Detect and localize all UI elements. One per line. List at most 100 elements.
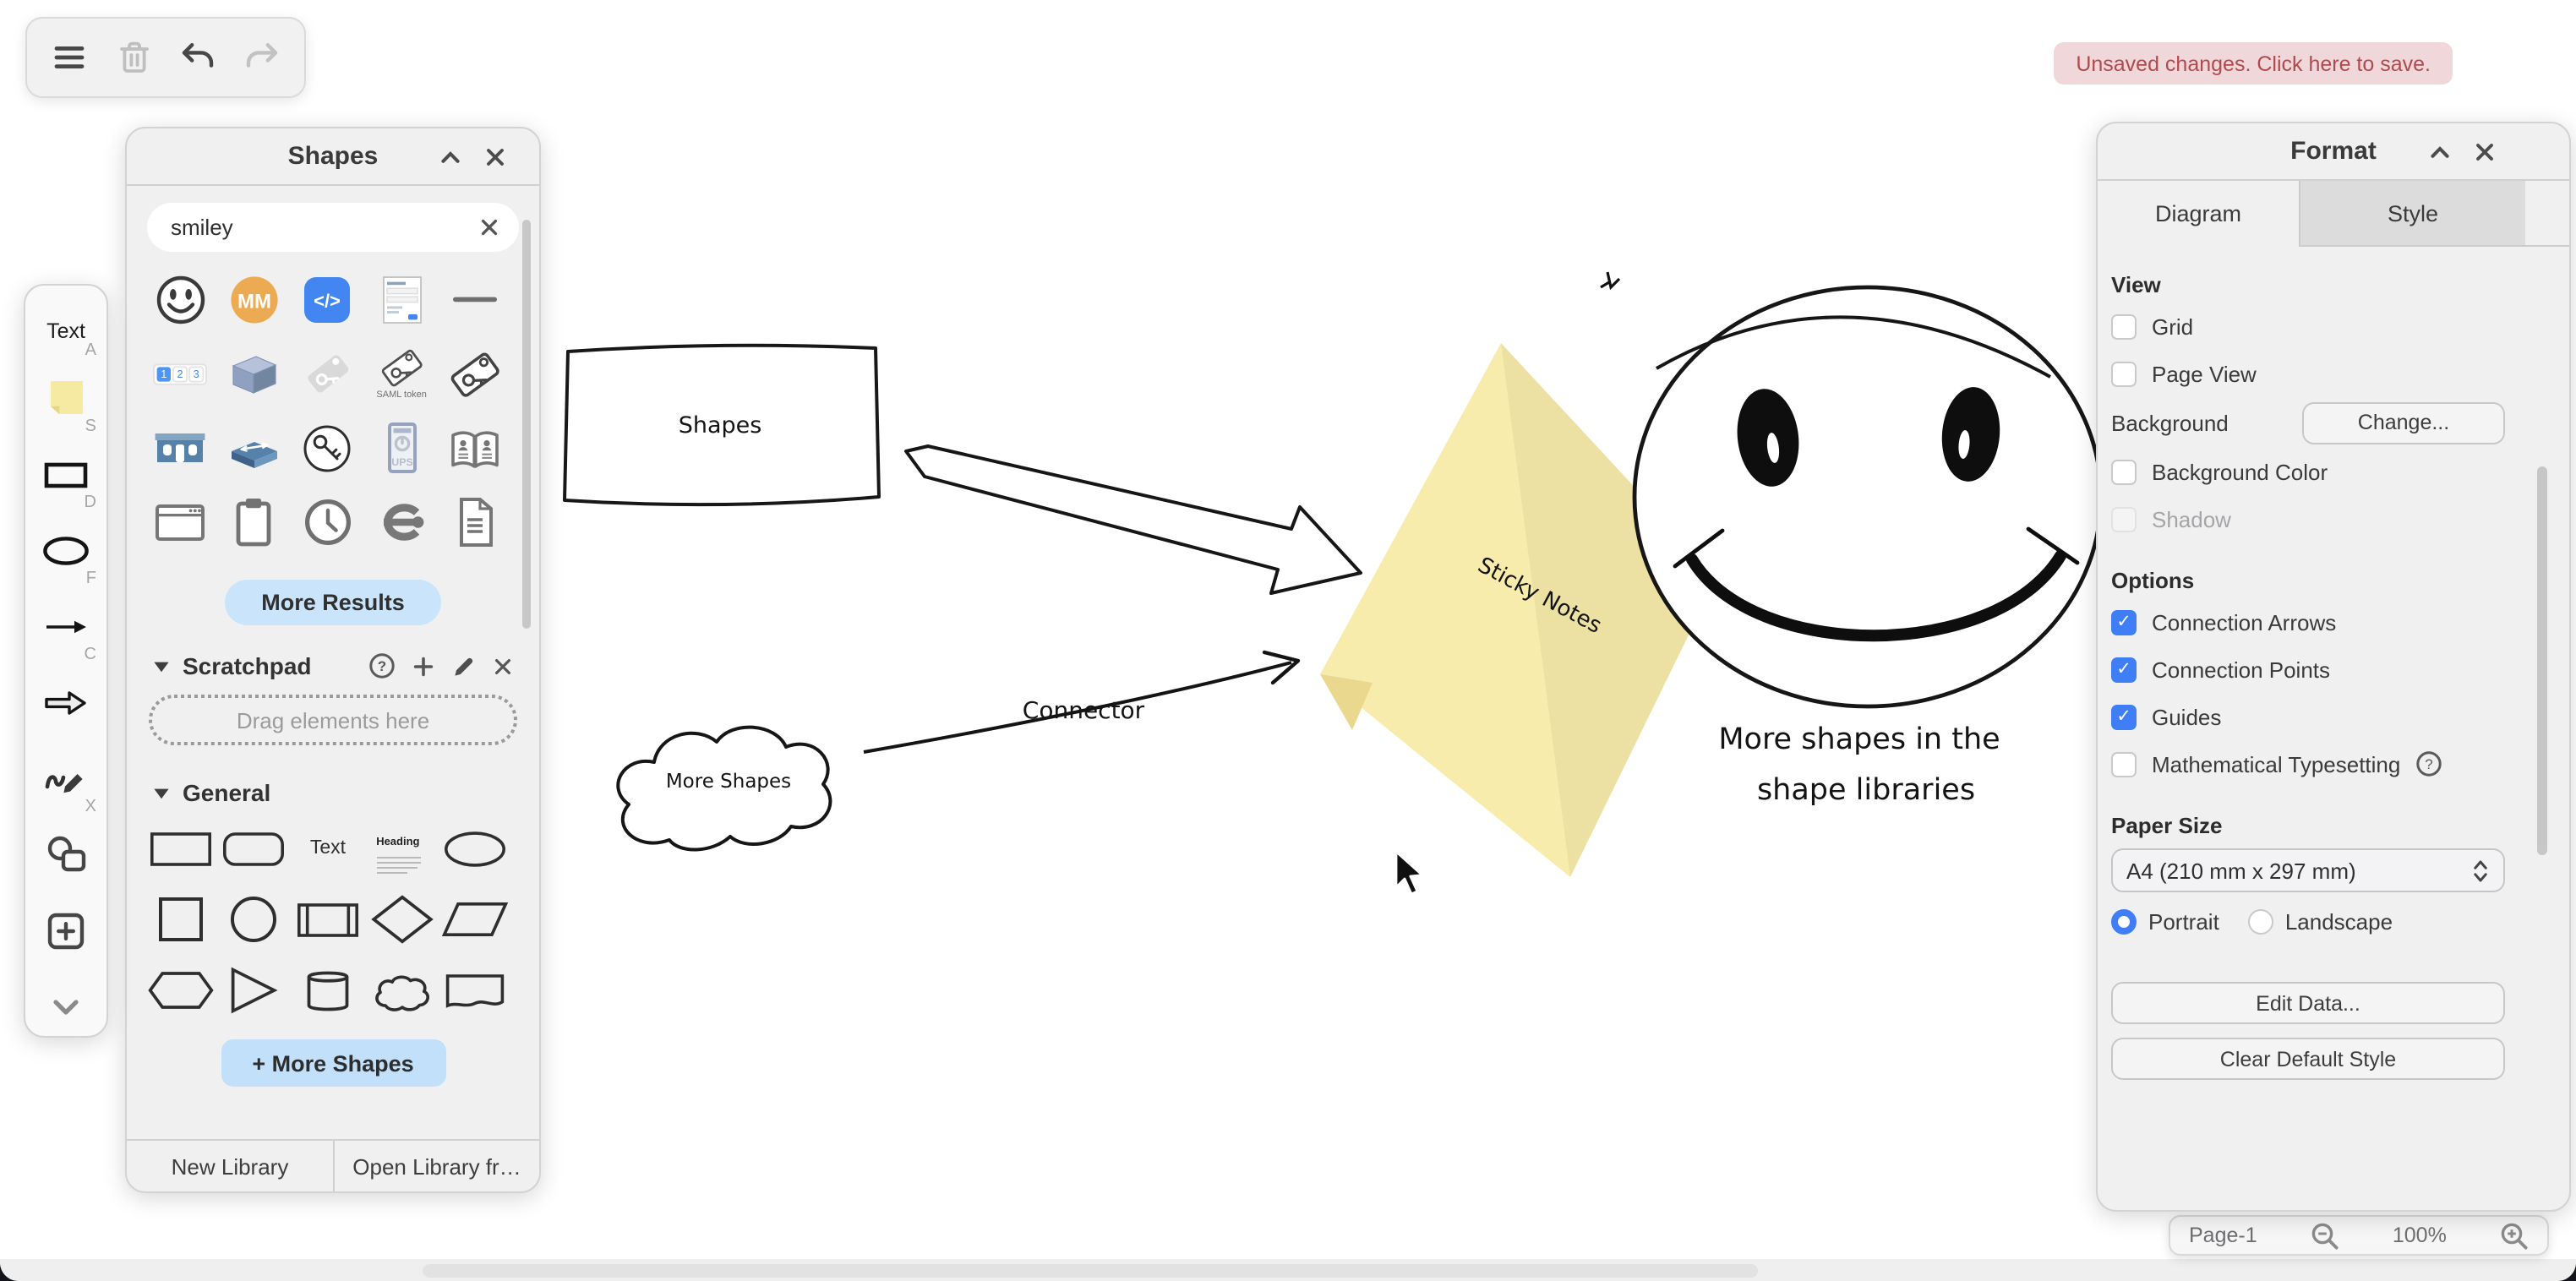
landscape-radio[interactable] — [2247, 909, 2273, 935]
zoom-in-icon[interactable] — [2500, 1221, 2529, 1250]
shape-result-clipboard[interactable] — [217, 485, 291, 559]
portrait-radio[interactable] — [2111, 909, 2137, 935]
canvas-caption[interactable]: More shapes in the shape libraries — [1718, 722, 2000, 807]
shape-square[interactable] — [144, 884, 217, 955]
shape-result-form-mockup[interactable] — [365, 262, 439, 336]
shape-diamond[interactable] — [365, 884, 439, 955]
general-section-header[interactable]: General — [152, 779, 514, 806]
shape-result-code-block[interactable]: </> — [291, 262, 364, 336]
zoom-out-icon[interactable] — [2311, 1221, 2339, 1250]
shape-result-openid[interactable] — [365, 485, 439, 559]
rectangle-tool[interactable]: D — [25, 436, 106, 512]
add-icon[interactable] — [411, 653, 436, 679]
close-icon[interactable] — [2471, 139, 2498, 166]
shape-circle[interactable] — [217, 884, 291, 955]
search-input[interactable] — [171, 215, 468, 240]
format-panel-scrollbar[interactable] — [2537, 466, 2547, 855]
canvas-cloud[interactable]: More Shapes — [616, 725, 832, 852]
close-icon[interactable] — [482, 144, 509, 171]
shape-cylinder[interactable] — [291, 955, 364, 1026]
page-selector[interactable]: Page-1 — [2189, 1224, 2257, 1247]
shape-document[interactable] — [439, 955, 512, 1026]
address-book-icon — [446, 422, 504, 474]
collapse-icon[interactable] — [2426, 139, 2453, 166]
option-checkbox[interactable] — [2111, 609, 2137, 635]
grid-checkbox[interactable] — [2111, 313, 2137, 339]
shape-parallelogram[interactable] — [439, 884, 512, 955]
shape-result-storefront[interactable] — [144, 411, 217, 485]
collapse-icon[interactable] — [436, 144, 463, 171]
shape-result-text-document[interactable] — [439, 485, 512, 559]
canvas-connector[interactable]: Connector — [863, 650, 1301, 754]
shape-result-app-window[interactable] — [144, 485, 217, 559]
zoom-level[interactable]: 100% — [2392, 1224, 2447, 1247]
edit-data-button[interactable]: Edit Data... — [2111, 982, 2505, 1024]
block-arrow-tool[interactable] — [25, 664, 106, 740]
option-checkbox[interactable] — [2111, 657, 2137, 682]
shape-hexagon[interactable] — [144, 955, 217, 1026]
note-tool[interactable]: S — [25, 360, 106, 436]
scratchpad-dropzone[interactable]: Drag elements here — [149, 695, 517, 745]
tab-diagram[interactable]: Diagram — [2154, 201, 2241, 226]
paper-size-select[interactable]: A4 (210 mm x 297 mm) — [2111, 848, 2505, 892]
page-view-checkbox[interactable] — [2111, 361, 2137, 386]
shape-triangle[interactable] — [217, 955, 291, 1026]
shape-result-iso-box[interactable] — [217, 336, 291, 411]
edit-icon[interactable] — [451, 653, 477, 679]
canvas-smiley[interactable] — [1632, 285, 2104, 709]
option-checkbox[interactable] — [2111, 704, 2137, 729]
tab-style[interactable]: Style — [2299, 181, 2525, 247]
shape-heading[interactable]: Heading — [365, 813, 439, 884]
svg-text:</>: </> — [314, 290, 341, 311]
shape-cloud[interactable] — [365, 955, 439, 1026]
option-checkbox[interactable] — [2111, 751, 2137, 777]
close-icon[interactable] — [492, 655, 514, 677]
shapes-tool[interactable] — [25, 816, 106, 892]
redo-button[interactable] — [238, 34, 286, 81]
shape-result-mm-badge[interactable]: MM — [217, 262, 291, 336]
more-results-button[interactable]: More Results — [225, 580, 441, 625]
undo-button[interactable] — [174, 34, 221, 81]
help-icon[interactable]: ? — [2415, 750, 2442, 777]
search-clear-icon[interactable] — [478, 216, 500, 238]
more-shapes-button[interactable]: + More Shapes — [221, 1039, 445, 1087]
shape-text[interactable]: Text — [309, 838, 347, 859]
change-background-button[interactable]: Change... — [2302, 401, 2505, 444]
shape-result-key-tag-outline[interactable] — [439, 336, 512, 411]
new-library-button[interactable]: New Library — [127, 1141, 335, 1191]
canvas-sticky-note[interactable]: Sticky Notes — [1320, 343, 1717, 877]
arrow-tool[interactable]: C — [25, 588, 106, 664]
shape-result-clock[interactable] — [291, 485, 364, 559]
shape-result-ups-unit[interactable]: UPS — [365, 411, 439, 485]
shape-rectangle[interactable] — [144, 813, 217, 884]
more-tools[interactable] — [25, 968, 106, 1044]
shape-result-flat-box[interactable] — [217, 411, 291, 485]
shape-result-saml-token[interactable]: SAML token — [365, 336, 439, 411]
horizontal-scrollbar[interactable] — [423, 1264, 1758, 1278]
shape-result-key-circle[interactable] — [291, 411, 364, 485]
shape-result-address-book[interactable] — [439, 411, 512, 485]
background-color-checkbox[interactable] — [2111, 459, 2137, 484]
scratchpad-header[interactable]: Scratchpad ? — [152, 652, 514, 679]
shape-result-smiley-face[interactable] — [144, 262, 217, 336]
shape-rounded-rectangle[interactable] — [217, 813, 291, 884]
help-icon[interactable]: ? — [368, 652, 396, 679]
delete-button[interactable] — [110, 34, 157, 81]
unsaved-changes-banner[interactable]: Unsaved changes. Click here to save. — [2054, 42, 2453, 84]
shape-process[interactable] — [291, 884, 364, 955]
freehand-tool[interactable]: X — [25, 740, 106, 816]
menu-button[interactable] — [46, 34, 93, 81]
shape-result-key-tag[interactable] — [291, 336, 364, 411]
shape-ellipse[interactable] — [439, 813, 512, 884]
insert-tool[interactable] — [25, 892, 106, 968]
shapes-panel-scrollbar[interactable] — [522, 220, 531, 629]
clear-default-style-button[interactable]: Clear Default Style — [2111, 1038, 2505, 1080]
open-library-button[interactable]: Open Library fr… — [352, 1153, 521, 1179]
canvas-block-arrow[interactable] — [904, 444, 1362, 595]
shape-result-divider-line[interactable] — [439, 262, 512, 336]
ellipse-tool[interactable]: F — [25, 512, 106, 588]
canvas-shape-rectangle[interactable]: Shapes — [563, 343, 881, 507]
